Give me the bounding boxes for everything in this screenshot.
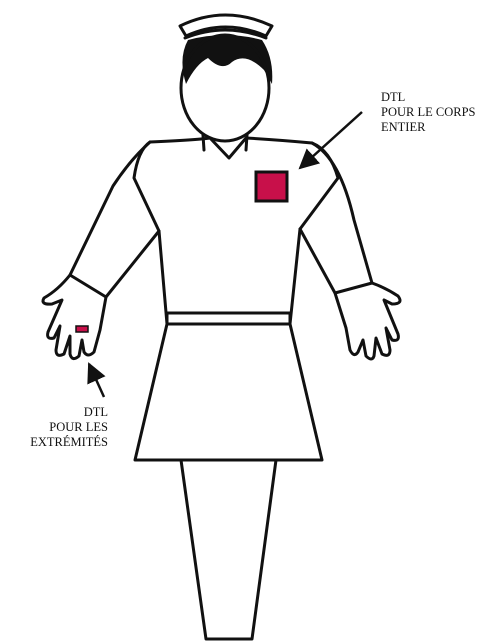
legs: [181, 460, 276, 639]
right-arm: [300, 143, 372, 293]
right-hand: [335, 283, 400, 359]
hair: [182, 35, 272, 84]
extremity-dosimeter-label: DTL POUR LES EXTRÉMITÉS: [0, 405, 108, 450]
torso: [134, 138, 338, 324]
body-dosimeter-label-line1: DTL: [381, 90, 475, 105]
extremity-dosimeter-label-line3: EXTRÉMITÉS: [0, 435, 108, 450]
extremity-dosimeter-label-line1: DTL: [0, 405, 108, 420]
extremity-dosimeter-label-line2: POUR LES: [0, 420, 108, 435]
left-hand: [43, 275, 106, 359]
body-dosimeter-badge: [256, 172, 287, 201]
ring-dosimeter: [76, 326, 88, 332]
body-dosimeter-label-line3: ENTIER: [381, 120, 475, 135]
body-dosimeter-label-line2: POUR LE CORPS: [381, 105, 475, 120]
skirt: [135, 324, 322, 460]
extremity-dosimeter-arrow: [89, 364, 104, 397]
left-arm: [70, 142, 159, 297]
body-dosimeter-label: DTL POUR LE CORPS ENTIER: [381, 90, 475, 135]
belt: [167, 313, 290, 324]
